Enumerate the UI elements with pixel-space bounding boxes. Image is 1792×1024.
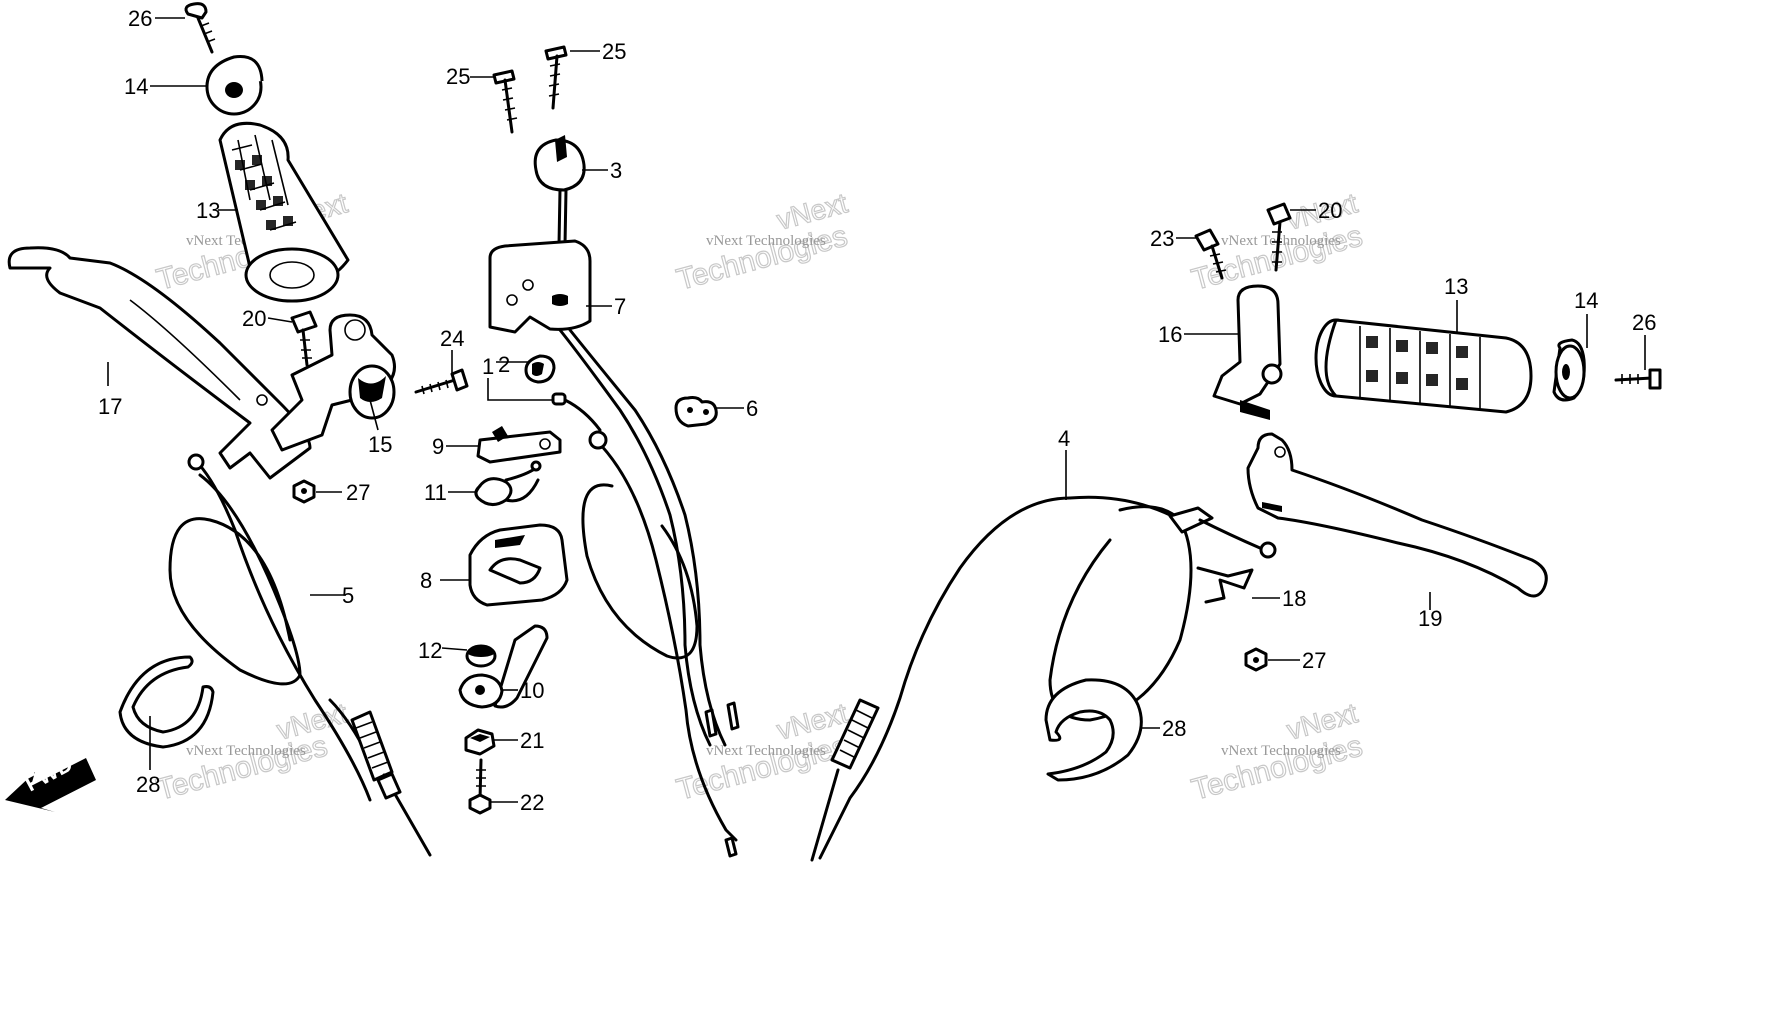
part-22-screw [468, 758, 492, 815]
callout-12: 12 [418, 638, 442, 663]
callout-5: 5 [342, 583, 354, 608]
callout-7: 7 [614, 294, 626, 319]
part-23-bolt [1194, 228, 1227, 280]
part-18-cable-clip [1196, 566, 1254, 604]
callout-18: 18 [1282, 586, 1306, 611]
callout-28-right: 28 [1162, 716, 1186, 741]
watermark-bottom-left: vNext Technologies vNext Technologies [153, 697, 352, 808]
part-1-switch-plunger [551, 392, 602, 432]
callout-25-b: 25 [602, 39, 626, 64]
svg-text:Technologies: Technologies [673, 220, 851, 297]
part-14-grip-end-right [1552, 338, 1586, 402]
part-16-lever-holder-right [1212, 284, 1283, 420]
callout-16: 16 [1158, 322, 1182, 347]
callout-1: 1 [482, 354, 494, 379]
watermark-bottom-right: vNext Technologies vNext Technologies [1188, 697, 1367, 808]
callout-23: 23 [1150, 226, 1174, 251]
part-13-grip-right [1314, 318, 1533, 414]
svg-text:vNext Technologies: vNext Technologies [1221, 743, 1341, 759]
callout-26-left: 26 [128, 6, 152, 31]
callout-24: 24 [440, 326, 464, 351]
part-10-switch-lever [458, 624, 549, 709]
svg-text:vNext Technologies: vNext Technologies [1221, 233, 1341, 249]
part-4-front-brake-cable [810, 495, 1277, 862]
part-27-nut-right [1244, 647, 1268, 672]
part-25-screw-a [492, 69, 518, 134]
part-25-screw-b [544, 45, 568, 110]
part-8-switch-base [468, 523, 569, 607]
svg-text:vNext Technologies: vNext Technologies [186, 743, 306, 759]
callout-20-right: 20 [1318, 198, 1342, 223]
svg-text:vNext Technologies: vNext Technologies [706, 233, 826, 249]
svg-text:Technologies: Technologies [1188, 730, 1366, 807]
callout-4: 4 [1058, 426, 1070, 451]
callout-14-left: 14 [124, 74, 148, 99]
part-28-clip-left [118, 655, 215, 749]
callout-6: 6 [746, 396, 758, 421]
svg-text:Technologies: Technologies [673, 730, 851, 807]
part-24-screw [414, 368, 469, 395]
part-2-switch-contact [524, 354, 556, 384]
part-11-spring [474, 460, 542, 506]
callout-28-left: 28 [136, 772, 160, 797]
callout-20-left: 20 [242, 306, 266, 331]
callout-27-right: 27 [1302, 648, 1326, 673]
watermark-bottom-center: vNext Technologies vNext Technologies [673, 697, 852, 808]
callout-9: 9 [432, 434, 444, 459]
part-26-screw-left [184, 2, 216, 54]
callout-3: 3 [610, 158, 622, 183]
part-9-contact-plate [476, 426, 562, 464]
callout-8: 8 [420, 568, 432, 593]
callout-19: 19 [1418, 606, 1442, 631]
callout-26-right: 26 [1632, 310, 1656, 335]
part-21-nut [464, 728, 496, 756]
leader-lines [107, 17, 1646, 803]
center-cable-loop [581, 430, 738, 858]
part-12-collar [465, 644, 497, 668]
callout-13-right: 13 [1444, 274, 1468, 299]
part-14-grip-end-left [205, 55, 264, 116]
part-20-bolt-left [290, 310, 318, 367]
part-6-clamp [674, 396, 718, 428]
callout-14-right: 14 [1574, 288, 1598, 313]
callout-2: 2 [498, 352, 510, 377]
part-13-grip-left [218, 121, 350, 303]
watermark-top-center: vNext Technologies vNext Technologies [673, 187, 852, 298]
callout-15: 15 [368, 432, 392, 457]
callout-27-left: 27 [346, 480, 370, 505]
callout-11: 11 [424, 480, 447, 505]
callout-10: 10 [520, 678, 544, 703]
part-5-clutch-cable [168, 453, 432, 857]
part-7-switch-housing [488, 239, 740, 747]
callout-17: 17 [98, 394, 122, 419]
part-26-screw-right [1614, 368, 1662, 390]
callout-labels: 26 14 13 20 17 15 27 5 28 25 25 3 7 24 2… [98, 6, 1656, 815]
fwd-arrow: FWD [5, 751, 96, 812]
part-19-brake-lever [1246, 432, 1548, 598]
part-15-lever-holder-left [270, 313, 396, 452]
callout-13-left: 13 [196, 198, 220, 223]
part-20-bolt-right [1266, 202, 1292, 272]
callout-22: 22 [520, 790, 544, 815]
part-27-nut-left [292, 479, 316, 504]
callout-21: 21 [520, 728, 544, 753]
callout-25-a: 25 [446, 64, 470, 89]
svg-text:vNext Technologies: vNext Technologies [706, 743, 826, 759]
part-28-clip-right [1044, 678, 1143, 782]
